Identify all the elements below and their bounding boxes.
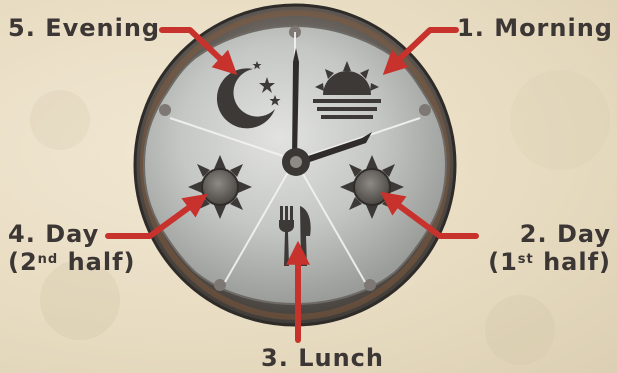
day-second-half-suffix: half)	[58, 248, 135, 276]
lunch-name: Lunch	[298, 344, 384, 372]
day-first-ordinal: st	[518, 252, 534, 267]
label-evening: 5. Evening	[8, 14, 160, 42]
label-day-second-half: 4. Day (2nd half)	[8, 220, 136, 276]
evening-name: Evening	[45, 14, 160, 42]
day-first-name: Day	[557, 220, 611, 248]
day-second-title: 4. Day	[8, 220, 136, 248]
day-second-half-note: (2nd half)	[8, 248, 136, 276]
dial-notch	[419, 104, 431, 116]
day-first-number: 2.	[520, 220, 548, 248]
dial-notch	[214, 279, 226, 291]
sun-icon	[340, 155, 404, 219]
evening-number: 5.	[8, 14, 36, 42]
lunch-number: 3.	[261, 344, 289, 372]
day-second-name: Day	[45, 220, 99, 248]
day-first-half-prefix: (1	[488, 248, 518, 276]
day-second-half-prefix: (2	[8, 248, 38, 276]
label-morning: 1. Morning	[457, 14, 613, 42]
sun-icon	[188, 155, 252, 219]
dial-notch	[159, 104, 171, 116]
day-first-half-note: (1st half)	[488, 248, 611, 276]
day-first-title: 2. Day	[488, 220, 611, 248]
day-second-number: 4.	[8, 220, 36, 248]
label-day-first-half: 2. Day (1st half)	[488, 220, 611, 276]
hand-pivot-cap	[290, 156, 302, 168]
day-first-half-suffix: half)	[534, 248, 611, 276]
dial-notch	[364, 279, 376, 291]
morning-name: Morning	[494, 14, 613, 42]
morning-number: 1.	[457, 14, 485, 42]
label-lunch: 3. Lunch	[261, 344, 384, 372]
day-second-ordinal: nd	[38, 252, 59, 267]
